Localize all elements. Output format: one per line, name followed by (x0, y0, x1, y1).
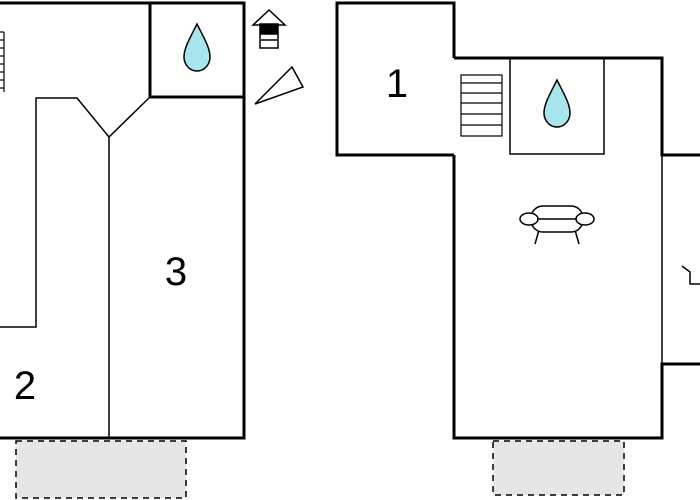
room-1-label: 1 (386, 62, 408, 106)
north-arrow-icon (251, 8, 287, 49)
right-interior (509, 58, 663, 364)
water-drop-icon (543, 78, 571, 128)
terrace-area (492, 440, 625, 496)
left-outer-wall (0, 1, 246, 440)
stairs-icon (0, 31, 5, 92)
right-bathroom-wall (509, 58, 605, 155)
room-3-label: 3 (165, 250, 187, 294)
water-drop-icon (183, 22, 211, 72)
right-outer-wall (454, 56, 700, 157)
compass-triangle-icon (254, 65, 305, 105)
room-2-partition (0, 96, 151, 328)
table-icon (681, 265, 700, 285)
terrace-area (15, 440, 187, 499)
stairs-icon (460, 74, 503, 137)
right-outer-wall-lower (452, 155, 700, 440)
right-building (335, 1, 700, 440)
left-interior (0, 96, 151, 438)
room-1-wall (335, 1, 456, 157)
room-2-label: 2 (14, 364, 36, 408)
sofa-icon (519, 205, 595, 245)
